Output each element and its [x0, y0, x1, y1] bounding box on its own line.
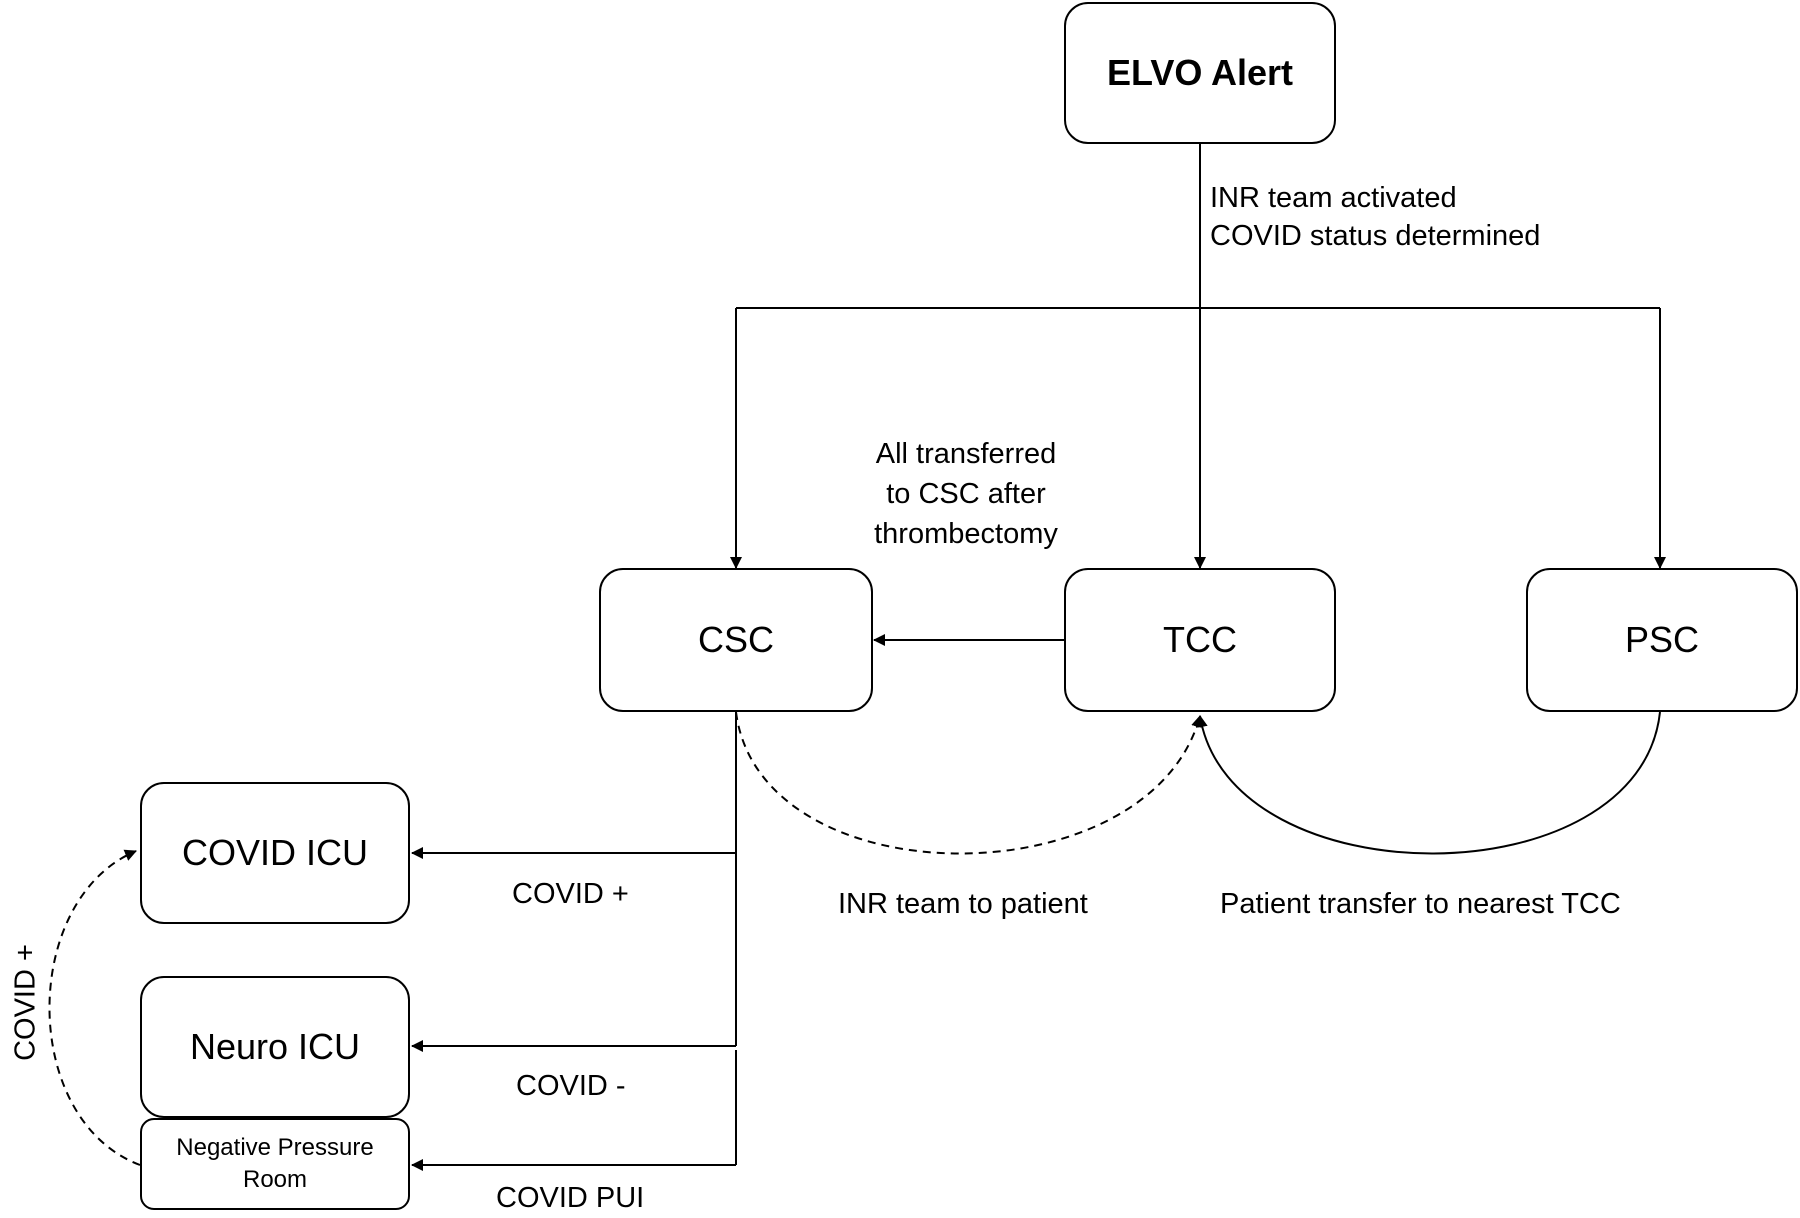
label-all-transferred-line2: to CSC after [886, 478, 1046, 510]
label-covid-status: COVID status determined [1210, 219, 1541, 252]
npr-label-line2: Room [242, 1166, 308, 1193]
edge-npr-to-covid-icu [48, 849, 141, 1166]
node-covid-icu: COVID ICU [140, 782, 410, 924]
label-all-transferred: All transferred to CSC after thrombectom… [846, 434, 1086, 554]
label-covid-positive-vertical: COVID + [9, 944, 42, 1061]
edge-patient-transfer-curve [1195, 711, 1661, 855]
label-patient-transfer: Patient transfer to nearest TCC [1220, 888, 1621, 920]
node-elvo-alert-label: ELVO Alert [1106, 52, 1294, 93]
node-psc-label: PSC [1624, 619, 1700, 660]
label-covid-positive: COVID + [512, 878, 629, 910]
npr-text: Negative Pressure Room [176, 1132, 373, 1197]
node-psc: PSC [1526, 568, 1798, 712]
node-tcc-label: TCC [1163, 619, 1237, 660]
label-covid-negative: COVID - [516, 1070, 626, 1102]
label-inr-covid-status: INR team activated COVID status determin… [1210, 180, 1540, 255]
node-elvo-alert: ELVO Alert [1064, 2, 1336, 144]
node-neuro-icu: Neuro ICU [140, 976, 410, 1118]
label-inr-activated: INR team activated [1210, 182, 1457, 214]
node-csc-label: CSC [697, 619, 774, 660]
label-covid-pui: COVID PUI [496, 1182, 645, 1214]
node-csc: CSC [599, 568, 873, 712]
npr-label-line1: Negative Pressure [176, 1133, 374, 1161]
label-inr-team-to-patient: INR team to patient [838, 888, 1088, 920]
node-tcc: TCC [1064, 568, 1336, 712]
edge-inr-team-curve [735, 711, 1203, 855]
node-neuro-icu-label: Neuro ICU [189, 1026, 361, 1067]
node-covid-icu-label: COVID ICU [181, 832, 368, 873]
label-all-transferred-line1: All transferred [875, 438, 1057, 470]
node-negative-pressure-room: Negative Pressure Room [140, 1118, 410, 1210]
label-all-transferred-line3: thrombectomy [874, 518, 1058, 550]
